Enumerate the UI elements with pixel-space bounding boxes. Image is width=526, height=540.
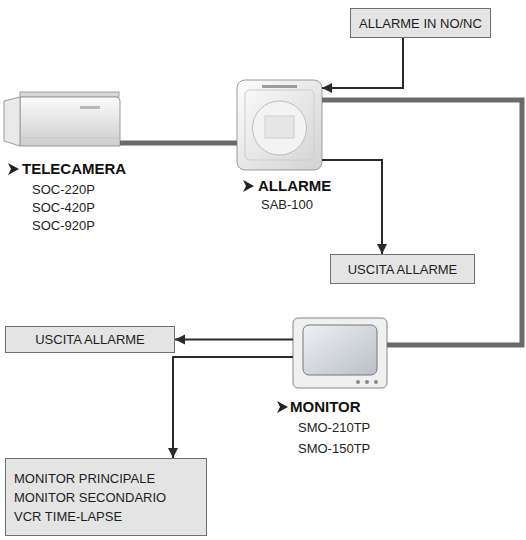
bullet-marker: [8, 163, 19, 175]
device-heading: TELECAMERA: [22, 160, 126, 178]
model-number: SMO-210TP: [298, 419, 370, 436]
signal-arrow: [175, 335, 293, 345]
device-heading: ALLARME: [258, 177, 331, 195]
model-number: SOC-220P: [32, 181, 95, 198]
device-node: ALLARMESAB-100: [237, 80, 322, 170]
label-box: ALLARME IN NO/NC: [350, 8, 491, 38]
model-number: SAB-100: [261, 196, 313, 213]
arrowhead: [377, 244, 387, 254]
signal-arrow: [168, 357, 293, 458]
device-node: MONITORSMO-210TPSMO-150TP: [293, 318, 387, 388]
connector-line: [173, 357, 293, 458]
connector-line: [322, 160, 382, 254]
model-number: SOC-420P: [32, 199, 95, 216]
cable-line: [322, 100, 522, 345]
signal-arrow: [322, 38, 403, 93]
box-text: MONITOR SECONDARIO: [14, 488, 166, 507]
bullet-marker: [277, 401, 288, 413]
alarm-unit-illustration: [237, 80, 322, 170]
arrowhead: [322, 83, 332, 93]
box-text: MONITOR PRINCIPALE: [14, 469, 155, 488]
signal-arrow: [322, 160, 387, 254]
label-box: MONITOR PRINCIPALEMONITOR SECONDARIOVCR …: [5, 458, 207, 536]
label-box: USCITA ALLARME: [330, 254, 475, 284]
device-heading: MONITOR: [290, 398, 361, 416]
connector-line: [322, 100, 522, 345]
connector-line: [120, 141, 237, 146]
box-text: USCITA ALLARME: [348, 260, 458, 279]
device-node: TELECAMERASOC-220PSOC-420PSOC-920P: [5, 92, 120, 148]
bullet-marker: [243, 180, 254, 192]
box-text: USCITA ALLARME: [35, 330, 145, 349]
connector-line: [322, 38, 403, 88]
model-number: SMO-150TP: [298, 440, 370, 457]
box-text: ALLARME IN NO/NC: [359, 14, 482, 33]
arrowhead: [175, 335, 185, 345]
model-number: SOC-920P: [32, 217, 95, 234]
monitor-illustration: [293, 318, 387, 388]
box-text: VCR TIME-LAPSE: [14, 507, 122, 526]
cable-line: [120, 143, 237, 144]
camera-illustration: [4, 92, 120, 146]
connector-line: [175, 339, 293, 341]
label-box: USCITA ALLARME: [5, 326, 175, 353]
arrowhead: [168, 448, 178, 458]
